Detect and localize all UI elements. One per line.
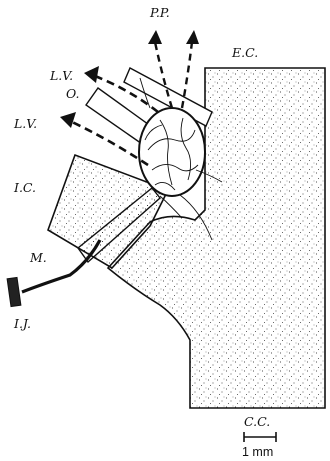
label-lv-upper: L.V.: [49, 68, 73, 83]
label-o: O.: [66, 86, 80, 101]
lv-lower-arrowhead: [60, 112, 76, 128]
carotid-body: [139, 108, 205, 196]
label-ij: I.J.: [13, 316, 31, 331]
scale-bar: [244, 432, 276, 442]
label-m: M.: [29, 250, 47, 265]
pp-arrowheads: [148, 30, 199, 44]
lv-upper-arrowhead: [84, 66, 99, 83]
ij-stump: [7, 277, 21, 306]
scale-bar-label: 1 mm: [242, 445, 273, 459]
label-pp: P.P.: [149, 5, 170, 20]
label-cc: C.C.: [244, 414, 270, 429]
label-lv-lower: L.V.: [13, 116, 37, 131]
label-ec: E.C.: [231, 45, 258, 60]
label-ic: I.C.: [13, 180, 36, 195]
